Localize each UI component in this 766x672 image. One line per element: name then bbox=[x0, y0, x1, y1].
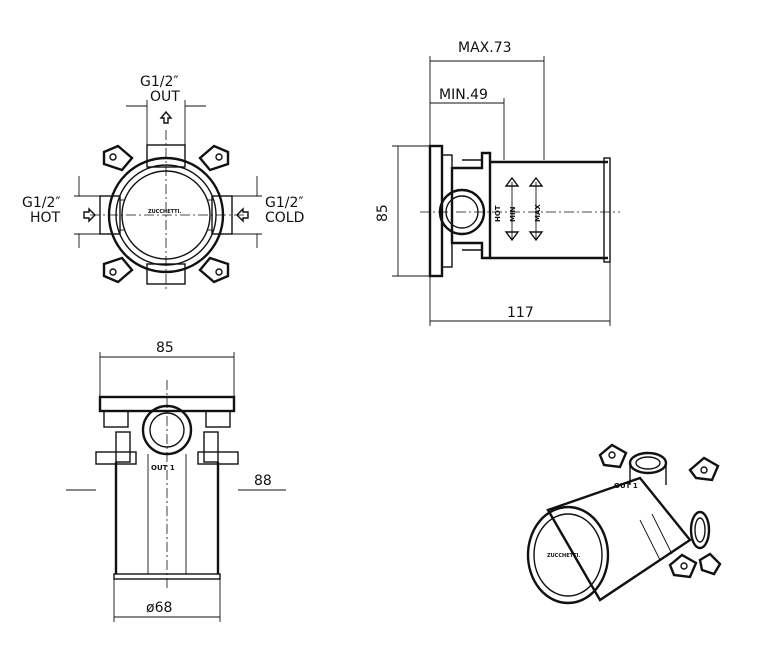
iso-view: ZUCCHETTI. OUT 1 bbox=[526, 443, 722, 605]
hot-mark: HOT bbox=[494, 205, 502, 222]
length-label: 117 bbox=[507, 305, 534, 321]
brand-label: ZUCCHETTI. bbox=[148, 209, 181, 215]
min-mark: MIN bbox=[509, 206, 517, 222]
height-label: 85 bbox=[375, 204, 391, 222]
mounting-lugs bbox=[102, 144, 230, 284]
min-max-arrow-icons bbox=[504, 176, 544, 242]
width-label: 85 bbox=[156, 340, 174, 356]
side-view: HOT MIN MAX MAX.73 MIN.49 85 117 bbox=[375, 40, 620, 326]
hot-label: HOT bbox=[30, 210, 61, 226]
hot-size-label: G1/2″ bbox=[22, 195, 61, 211]
out-arrow-icon bbox=[159, 110, 173, 124]
max-depth-label: MAX.73 bbox=[458, 40, 512, 56]
cold-arrow-icon bbox=[236, 207, 249, 223]
hot-arrow-icon bbox=[83, 207, 96, 223]
bottom-view: OUT 1 85 88 ø68 bbox=[66, 340, 286, 622]
out-mark: OUT 1 bbox=[151, 464, 175, 472]
iso-out-mark: OUT 1 bbox=[614, 482, 638, 490]
diameter-label: ø68 bbox=[146, 600, 172, 616]
depth-label: 88 bbox=[254, 473, 272, 489]
cold-label: COLD bbox=[265, 210, 304, 226]
out-size-label: G1/2″ bbox=[140, 74, 179, 90]
iso-brand-label: ZUCCHETTI. bbox=[547, 553, 580, 559]
cold-size-label: G1/2″ bbox=[265, 195, 304, 211]
min-depth-label: MIN.49 bbox=[439, 87, 488, 103]
out-label: OUT bbox=[150, 89, 180, 105]
front-view: ZUCCHETTI. G1/2″ OUT G1/2″ HOT G1/2″ COL… bbox=[22, 74, 304, 290]
max-mark: MAX bbox=[534, 204, 542, 222]
